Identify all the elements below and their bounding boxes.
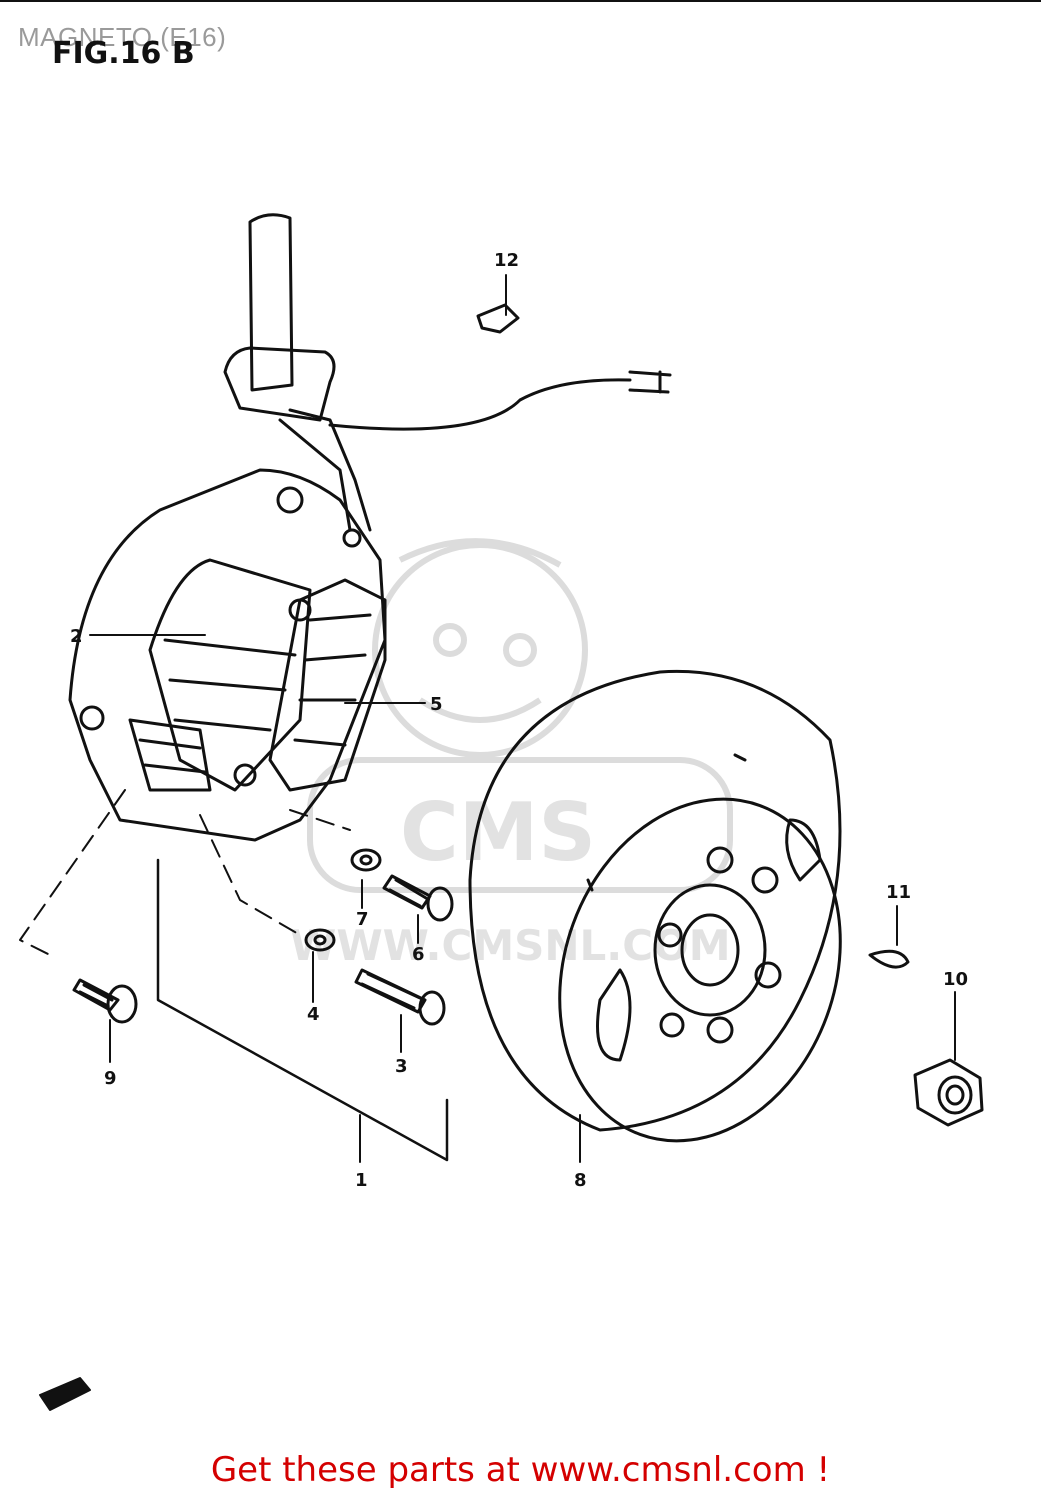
part-label: 6 — [412, 944, 425, 965]
charging-coil — [128, 558, 312, 792]
top-border — [0, 0, 1041, 2]
washer-4 — [304, 928, 336, 952]
part-label: 10 — [943, 969, 968, 990]
cmsnl-parts-link[interactable]: Get these parts at www.cmsnl.com ! — [210, 1450, 831, 1490]
alignment-lines — [19, 789, 351, 956]
flange-nut-10 — [913, 1058, 984, 1127]
part-label: 9 — [104, 1068, 117, 1089]
part-label: 4 — [307, 1004, 320, 1025]
assembly-bracket — [156, 858, 449, 1162]
cms-watermark — [307, 538, 733, 893]
screw-9 — [72, 978, 138, 1024]
part-label: 2 — [70, 626, 83, 647]
part-label: 3 — [395, 1056, 408, 1077]
flywheel-rotor — [468, 669, 842, 1143]
part-label: 8 — [574, 1170, 587, 1191]
washer-7 — [350, 848, 382, 872]
ignition-coil — [233, 578, 387, 792]
clip-12 — [476, 303, 520, 334]
front-arrow-icon — [39, 1377, 91, 1411]
page-title: MAGNETO (E16) — [18, 22, 227, 52]
part-label: 11 — [886, 882, 911, 903]
part-label: 7 — [356, 909, 369, 930]
woodruff-key-11 — [868, 949, 910, 969]
screw-6 — [382, 874, 454, 922]
figure-label: FIG.16 B — [52, 36, 195, 71]
screw-3 — [354, 968, 446, 1026]
part-label: 5 — [430, 694, 443, 715]
cms-watermark-text: CMS — [400, 786, 596, 879]
wire-harness — [223, 213, 672, 532]
leader-lines — [89, 274, 956, 1163]
part-label: 12 — [494, 250, 519, 271]
part-label: 1 — [355, 1170, 368, 1191]
